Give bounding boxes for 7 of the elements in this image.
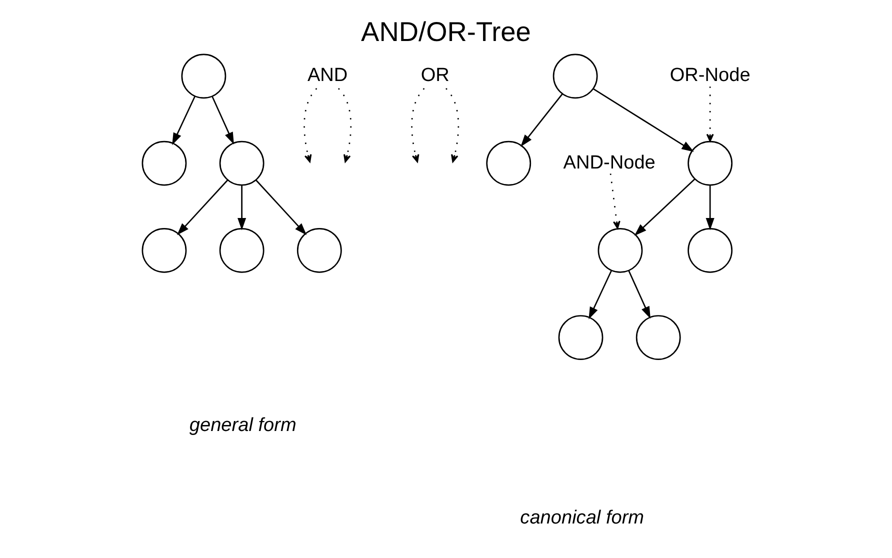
node-text: AND [307, 65, 348, 86]
diagram-title: AND/OR-Tree [361, 16, 531, 47]
node-text: OR-Node [670, 65, 750, 86]
label: general form [189, 415, 296, 436]
node-text: AND-Node [563, 152, 656, 174]
label: canonical form [520, 508, 644, 529]
node-text: OR [420, 65, 450, 86]
